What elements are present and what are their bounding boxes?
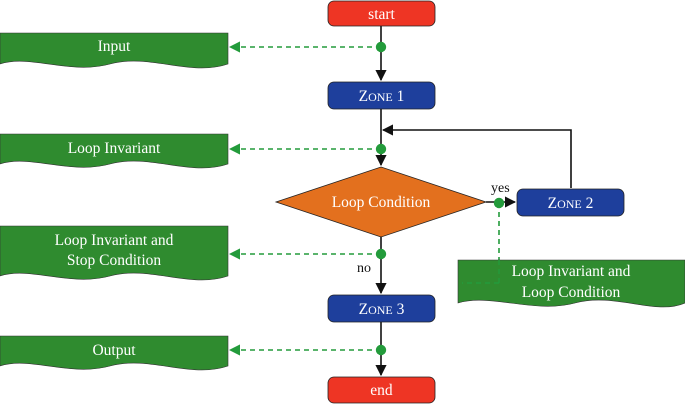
label-no: no <box>357 261 371 276</box>
node-start: start <box>327 0 436 27</box>
label-yes: yes <box>491 181 510 196</box>
svg-text:Loop Invariant: Loop Invariant <box>68 140 161 157</box>
svg-text:Loop Invariant and: Loop Invariant and <box>55 232 174 249</box>
junction-dots <box>375 41 505 356</box>
assertion-invariant-stop: Loop Invariant and Stop Condition <box>0 225 229 281</box>
svg-text:ZONE 3: ZONE 3 <box>359 301 405 318</box>
dot-input <box>375 41 387 53</box>
assertion-input: Input <box>0 32 229 69</box>
dot-yes <box>493 197 505 209</box>
svg-text:Input: Input <box>98 38 131 55</box>
svg-text:ZONE 1: ZONE 1 <box>359 88 405 105</box>
assertion-invariant-cond: Loop Invariant and Loop Condition <box>457 259 685 308</box>
svg-text:Loop Invariant and: Loop Invariant and <box>512 263 631 280</box>
svg-text:ZONE 2: ZONE 2 <box>548 195 594 212</box>
node-end: end <box>327 376 436 404</box>
edge-zone2-loopback <box>381 124 572 188</box>
assertion-output: Output <box>0 335 229 371</box>
node-zone2: ZONE 2 <box>516 188 625 217</box>
assertion-loop-invariant: Loop Invariant <box>0 133 229 169</box>
svg-text:Loop Condition: Loop Condition <box>332 194 431 211</box>
svg-text:Loop Condition: Loop Condition <box>522 284 621 301</box>
svg-text:start: start <box>368 6 395 23</box>
dot-output <box>375 344 387 356</box>
dot-loop-invariant <box>375 143 387 155</box>
svg-text:Output: Output <box>92 342 136 359</box>
svg-text:Stop Condition: Stop Condition <box>67 252 162 269</box>
node-zone3: ZONE 3 <box>327 294 436 323</box>
svg-text:end: end <box>370 382 393 399</box>
node-zone1: ZONE 1 <box>327 81 436 110</box>
node-loop-condition: Loop Condition <box>274 166 488 238</box>
dot-invariant-stop <box>375 248 387 260</box>
